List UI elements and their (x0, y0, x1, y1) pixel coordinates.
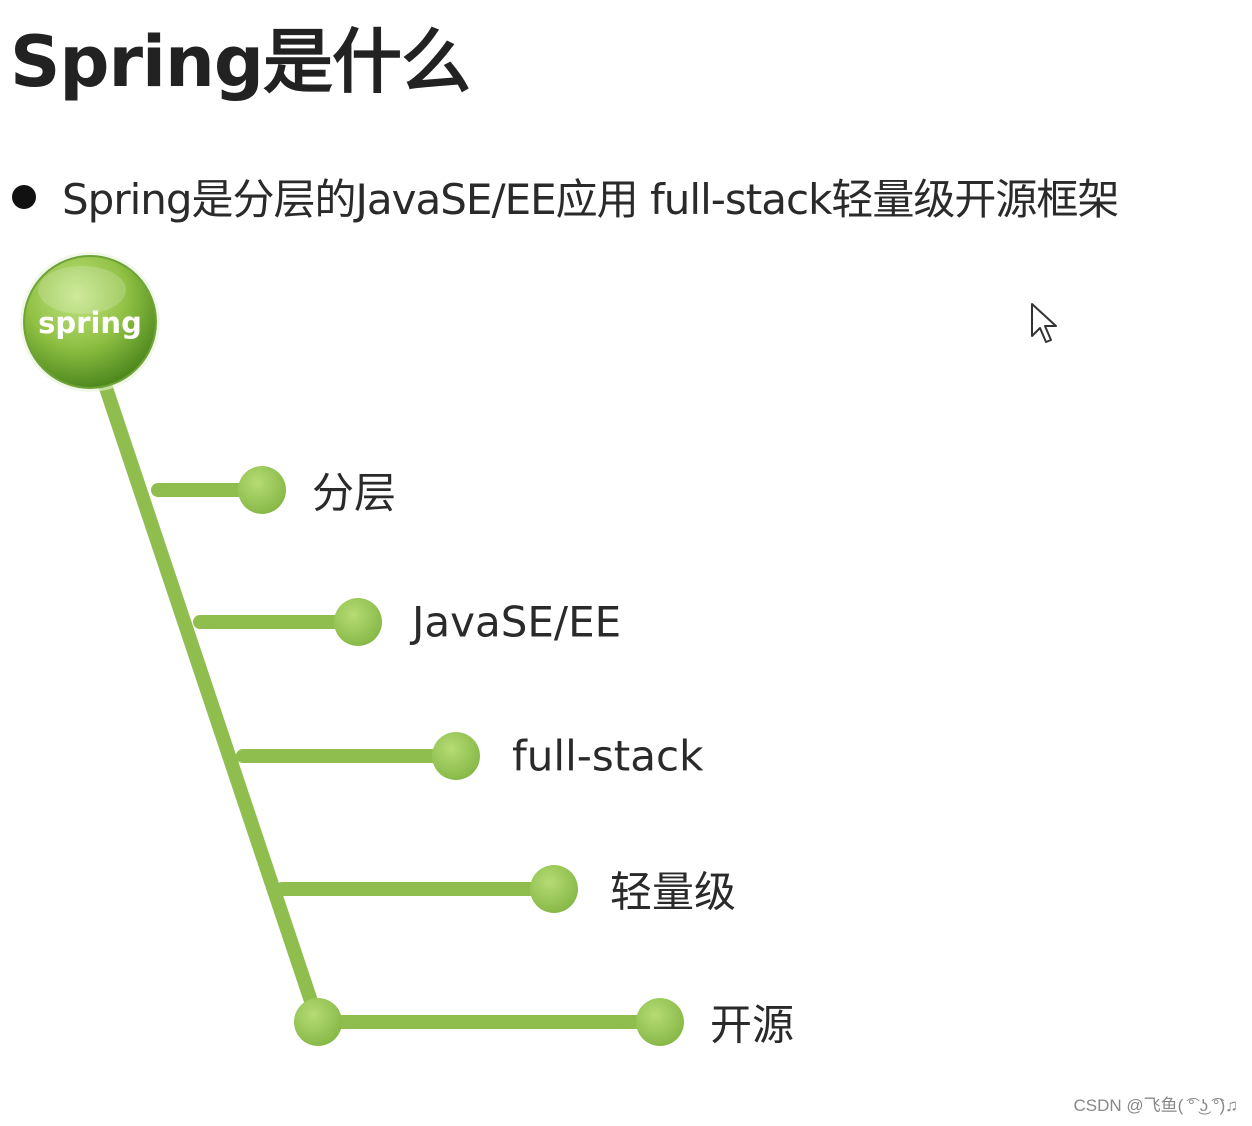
spring-logo-text: spring (38, 306, 142, 340)
branch-label-4: 轻量级 (610, 867, 737, 917)
branch-node-5 (636, 998, 684, 1046)
spring-logo: spring (20, 252, 160, 392)
branch-node-3 (432, 732, 480, 780)
page-title: Spring是什么 (10, 21, 471, 103)
mouse-pointer-icon (1031, 303, 1057, 343)
branch-node-1 (238, 466, 286, 514)
branch-node-2 (334, 598, 382, 646)
bullet-text: Spring是分层的JavaSE/EE应用 full-stack轻量级开源框架 (62, 175, 1119, 224)
branch-connector-3 (236, 732, 480, 780)
branch-label-1: 分层 (312, 468, 397, 518)
branch-node-4 (530, 865, 578, 913)
csdn-watermark: CSDN @飞鱼( ͡° ͜ʖ ͡°)♫ (1073, 1096, 1239, 1115)
branch-label-5: 开源 (710, 1000, 795, 1050)
branch-connector-1 (151, 466, 286, 514)
branch-connector-4 (275, 865, 578, 913)
branch-label-3: full-stack (512, 731, 704, 781)
trunk-line (93, 363, 325, 1029)
trunk-end-node (294, 998, 342, 1046)
branch-connector-2 (193, 598, 382, 646)
branch-label-2: JavaSE/EE (412, 597, 622, 647)
bullet-item: Spring是分层的JavaSE/EE应用 full-stack轻量级开源框架 (12, 166, 1119, 227)
branch-connector-5 (294, 998, 684, 1046)
bullet-dot-icon (12, 184, 36, 209)
